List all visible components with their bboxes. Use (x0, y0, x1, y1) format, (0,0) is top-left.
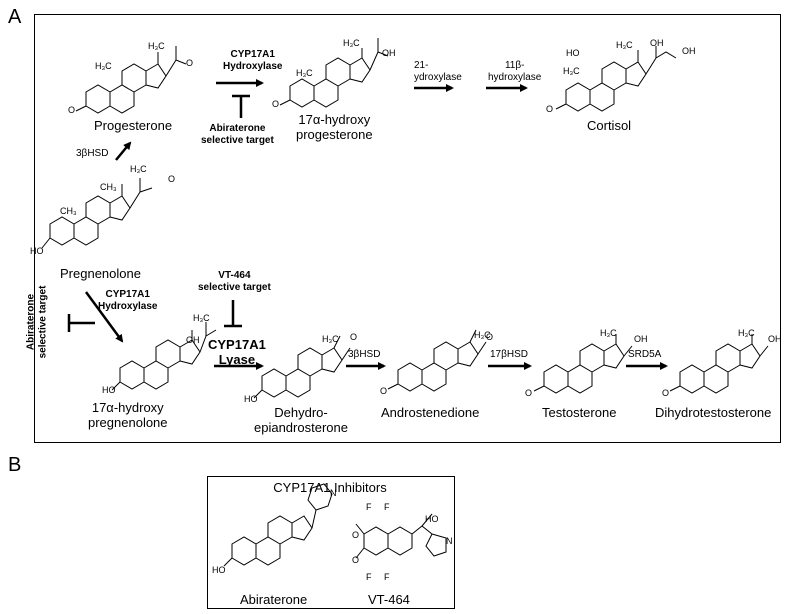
panel-a-label: A (8, 6, 22, 28)
label-pregnenolone: Pregnenolone (60, 266, 141, 281)
panel-b-frame (207, 476, 455, 609)
label-vt464: VT-464 (368, 592, 410, 607)
label-abiraterone: Abiraterone (240, 592, 308, 607)
label-17bhsd: 17βHSD (490, 349, 528, 360)
atom-h3c-prog-2: H₃C (148, 41, 165, 51)
atom-oh-17ohpreg: OH (186, 335, 200, 345)
atom-ch3-preg: CH₃ (100, 182, 117, 192)
atom-ho-vt464: HO (425, 514, 439, 524)
label-17oh-pregnenolone: 17α-hydroxy pregnenolone (88, 400, 168, 430)
atom-f-vt464-2: F (384, 502, 390, 512)
atom-ho-dhea: HO (244, 394, 258, 404)
label-21-hydroxylase: 21- ydroxylase (414, 60, 462, 83)
atom-n-abiraterone: N (330, 488, 337, 498)
inhibit-bar-abiraterone-left (67, 314, 95, 332)
atom-h3c-prog-1: H₃C (95, 61, 112, 71)
atom-n-vt464: N (446, 536, 453, 546)
atom-o-cortisol: O (546, 104, 554, 114)
label-cyp17a1-hydroxylase-top: CYP17A1 Hydroxylase (223, 49, 283, 72)
reaction-arrows (84, 79, 668, 370)
panel-b-label: B (8, 454, 22, 476)
structure-cortisol (555, 46, 677, 112)
atom-h3c-cortisol-2: H₃C (616, 40, 633, 50)
atom-o-dhea: O (350, 332, 358, 342)
label-11b-hydroxylase: 11β- hydroxylase (488, 60, 542, 83)
label-srd5a: SRD5A (628, 349, 662, 360)
atom-oh-cortisol-1: OH (650, 38, 664, 48)
atom-ho-cortisol: HO (566, 48, 580, 58)
atom-o-andro-a: O (380, 386, 388, 396)
structure-pregnenolone (41, 178, 153, 249)
atom-o-prog-ketone: O (186, 58, 194, 68)
label-testosterone: Testosterone (542, 405, 617, 420)
atom-h3c-testo: H₃C (600, 328, 617, 338)
inhibit-bar-vt464 (224, 300, 242, 328)
atom-o-andro: O (486, 332, 494, 342)
structure-17ohpregnenolone (111, 322, 217, 391)
label-3bhsd-top: 3βHSD (76, 148, 109, 159)
atom-o-preg: O (168, 174, 176, 184)
atom-f-vt464-3: F (366, 572, 372, 582)
label-vt464-target: VT-464 selective target (198, 270, 271, 293)
label-3bhsd-bottom: 3βHSD (348, 349, 381, 360)
atom-h3c-17ohp-1: H₃C (296, 68, 313, 78)
atom-o-17ohp: O (272, 99, 280, 109)
atom-ho-17ohpreg: HO (102, 385, 116, 395)
structure-vt464 (355, 513, 447, 559)
atom-h3c-dhea: H₃C (322, 334, 339, 344)
atom-h3c-andro: H₃C (474, 330, 491, 340)
label-abiraterone-target-top: Abiraterone selective target (201, 123, 274, 146)
label-17oh-progesterone: 17α-hydroxy progesterone (296, 112, 373, 142)
label-cyp17a1-hydroxylase-left: CYP17A1 Hydroxylase (98, 289, 158, 312)
label-androstenedione: Androstenedione (381, 405, 480, 420)
arrow-preg-to-17ohpreg (84, 291, 124, 343)
atom-h3c-dht: H₃C (738, 328, 755, 338)
structure-17ohprogesterone (279, 38, 389, 108)
atom-oh-testo: OH (634, 334, 648, 344)
atom-ho-preg: HO (30, 246, 44, 256)
label-dht: Dihydrotestosterone (655, 405, 772, 420)
atom-h3c-cortisol-1: H₃C (563, 66, 580, 76)
atom-f-vt464-4: F (384, 572, 390, 582)
inhibit-bar-abiraterone-top (232, 94, 250, 118)
atom-oh-cortisol-2: OH (682, 46, 696, 56)
structure-dht (669, 334, 769, 394)
label-cortisol: Cortisol (587, 118, 632, 133)
label-abiraterone-target-left: Abiraterone selective target (25, 285, 49, 359)
label-cyp17a1-lyase: CYP17A1 Lyase (208, 337, 266, 367)
atom-o-dht: O (662, 388, 670, 398)
arrow-preg-to-prog (115, 141, 132, 161)
atom-f-vt464-1: F (366, 502, 372, 512)
atom-o-prog: O (68, 105, 76, 115)
atom-o-vt464-2: O (352, 555, 360, 565)
structure-testosterone (533, 334, 633, 394)
atom-ch3-preg-2: CH₃ (60, 206, 77, 216)
atom-o-testo: O (525, 388, 533, 398)
structure-progesterone (75, 46, 187, 114)
atom-h3c-preg-top: H₃C (130, 164, 147, 174)
atom-oh-dht: OH (768, 334, 782, 344)
inhibition-bars (67, 94, 250, 332)
atom-o-vt464-1: O (352, 530, 360, 540)
atom-h3c-17ohpreg: H₃C (193, 313, 210, 323)
structure-abiraterone (223, 483, 333, 567)
label-progesterone: Progesterone (94, 118, 173, 133)
label-dhea: Dehydro- epiandrosterone (254, 405, 348, 435)
structure-dhea (253, 335, 351, 399)
panel-a-frame (34, 14, 781, 443)
atom-h3c-17ohp-2: H₃C (343, 38, 360, 48)
atom-oh-17ohp: OH (382, 48, 396, 58)
structure-androstenedione (387, 329, 487, 392)
panel-b-title: CYP17A1 Inhibitors (273, 480, 387, 495)
atom-ho-abiraterone: HO (212, 565, 226, 575)
